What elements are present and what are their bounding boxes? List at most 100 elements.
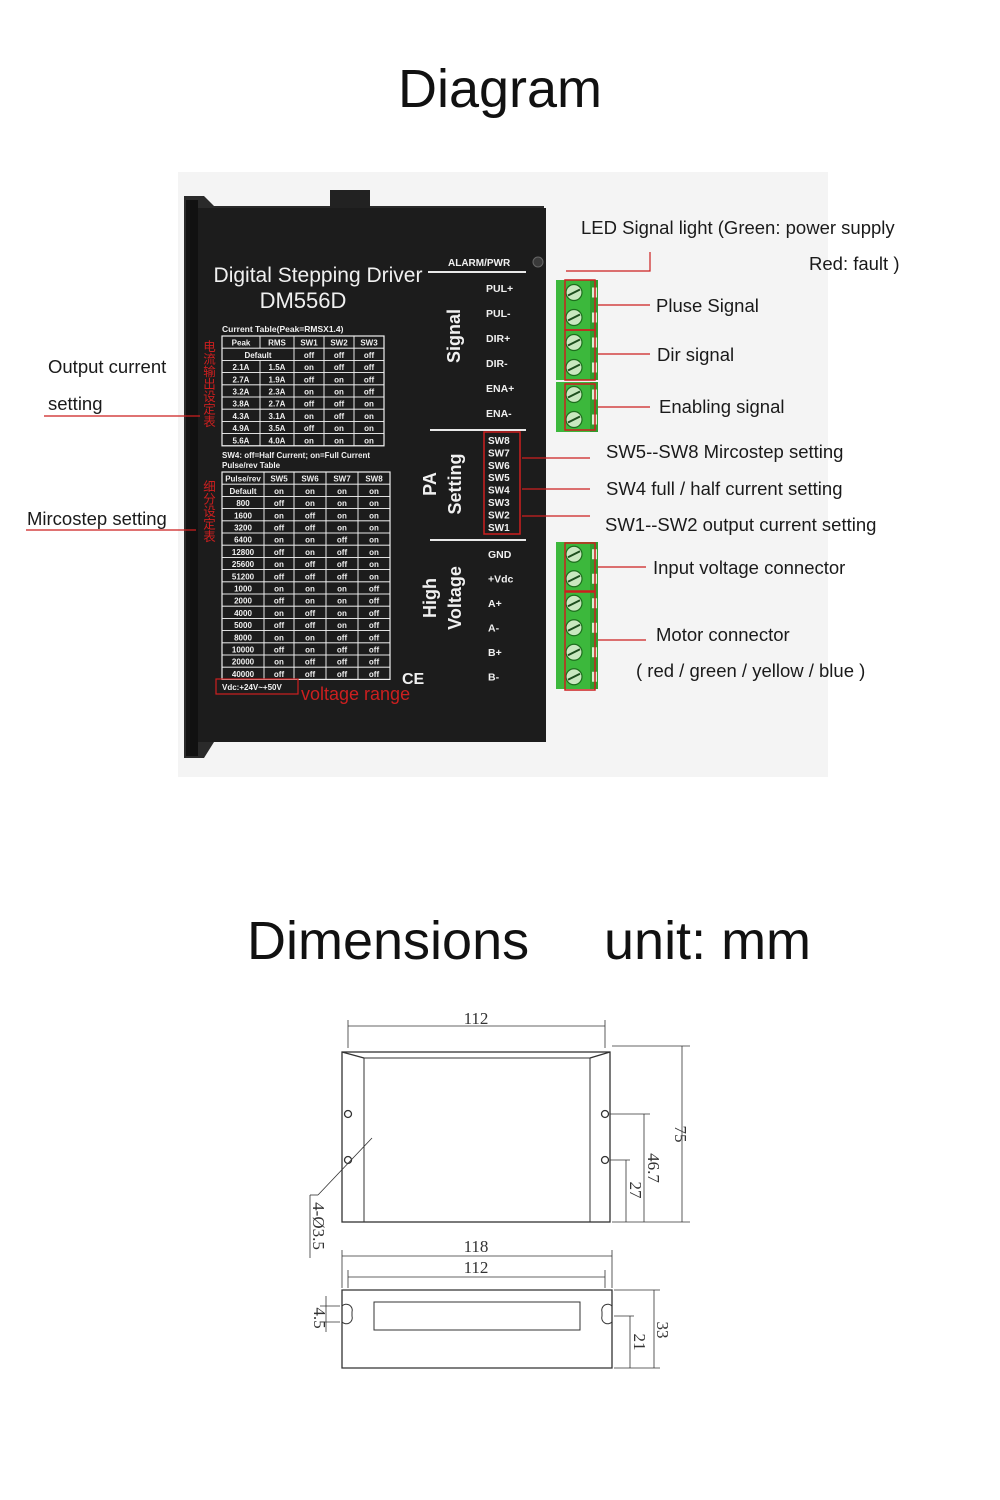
callout-output-current-setting: setting — [48, 393, 103, 414]
table-cell: off — [334, 412, 345, 421]
table-cell: off — [305, 621, 316, 630]
table-cell: on — [334, 424, 344, 433]
dim-side-outer-width: 118 — [464, 1237, 489, 1256]
top-view-inner — [363, 1057, 591, 1223]
table-header-cell: SW5 — [270, 475, 288, 484]
table-cell: 4.9A — [233, 424, 250, 433]
table-cell: on — [305, 585, 315, 594]
product-name: Digital Stepping Driver — [214, 264, 423, 287]
callout-input-voltage: Input voltage connector — [653, 557, 845, 578]
model-number: DM556D — [260, 288, 347, 313]
dimension-drawing-top — [309, 1020, 690, 1258]
table-cell: 4000 — [234, 609, 252, 618]
table-cell: on — [305, 536, 315, 545]
terminal-blocks — [556, 279, 598, 691]
motor-terminal-highlight — [564, 591, 596, 691]
table-cell: 51200 — [232, 572, 255, 581]
table-cell: on — [305, 487, 315, 496]
table-cell: Default — [244, 351, 271, 360]
callout-motor-colors: ( red / green / yellow / blue ) — [636, 660, 865, 681]
side-view-outline — [341, 1289, 613, 1369]
table-cell: 2.7A — [269, 400, 286, 409]
table-cell: on — [304, 363, 314, 372]
chinese-current-note: 电流输出设定表 — [201, 340, 215, 428]
section-setting: Setting — [445, 454, 465, 515]
table-cell: on — [364, 400, 374, 409]
table-cell: off — [305, 560, 316, 569]
table-cell: off — [304, 400, 315, 409]
table-cell: off — [274, 670, 285, 679]
table-cell: on — [304, 436, 314, 445]
signal-pin-label: DIR+ — [486, 333, 510, 345]
table-cell: on — [337, 511, 347, 520]
table-cell: off — [274, 548, 285, 557]
table-cell: on — [305, 597, 315, 606]
table-cell: on — [369, 572, 379, 581]
table-cell: on — [334, 436, 344, 445]
table-cell: 2.7A — [233, 375, 250, 384]
dip-switch-box — [483, 431, 521, 535]
table-cell: on — [337, 597, 347, 606]
callout-sw5-sw8: SW5--SW8 Mircostep setting — [606, 441, 843, 462]
table-cell: on — [369, 536, 379, 545]
table-cell: on — [274, 487, 284, 496]
table-header-cell: RMS — [268, 339, 286, 348]
callout-lines — [26, 252, 651, 641]
dim-hole-upper: 46.7 — [644, 1153, 663, 1183]
table-cell: 3200 — [234, 524, 252, 533]
table-cell: off — [274, 597, 285, 606]
callout-motor-connector: Motor connector — [656, 624, 790, 645]
table-cell: on — [274, 585, 284, 594]
table-cell: Default — [229, 487, 256, 496]
signal-pin-label: ENA+ — [486, 383, 514, 395]
signal-pin-label: PUL- — [486, 308, 511, 320]
led-indicator — [532, 256, 544, 268]
table-cell: off — [369, 621, 380, 630]
table-header-cell: SW2 — [330, 339, 348, 348]
dim-side-slot: 4.5 — [310, 1307, 329, 1328]
table-cell: on — [334, 375, 344, 384]
table-cell: 800 — [236, 499, 250, 508]
table-cell: on — [274, 511, 284, 520]
table-cell: 5000 — [234, 621, 252, 630]
table-cell: 2000 — [234, 597, 252, 606]
dim-top-width: 112 — [464, 1009, 489, 1028]
dim-side-inner-width: 112 — [464, 1258, 489, 1277]
callout-output-current: Output current — [48, 356, 166, 377]
enable-terminal-highlight — [564, 383, 596, 431]
table-cell: 4.3A — [233, 412, 250, 421]
power-pin-label: +Vdc — [488, 574, 514, 586]
table-cell: on — [274, 633, 284, 642]
table-cell: off — [274, 572, 285, 581]
table-header-cell: SW6 — [301, 475, 319, 484]
callout-pulse-signal: Pluse Signal — [656, 295, 759, 316]
power-pin-label: A+ — [488, 598, 502, 610]
power-pin-label: B+ — [488, 647, 502, 659]
table-cell: off — [304, 424, 315, 433]
table-header-cell: SW3 — [360, 339, 378, 348]
section-voltage: Voltage — [445, 566, 465, 630]
table-cell: 1.9A — [269, 375, 286, 384]
callout-led-line1: LED Signal light (Green: power supply — [581, 217, 895, 238]
input-voltage-highlight — [564, 542, 596, 592]
vdc-label: Vdc:+24V~+50V — [222, 683, 282, 692]
table-cell: on — [305, 548, 315, 557]
dip-switch-label: SW7 — [488, 448, 510, 459]
table-cell: on — [334, 388, 344, 397]
mount-hole-tl — [343, 1109, 353, 1119]
table-cell: on — [337, 621, 347, 630]
callout-sw4: SW4 full / half current setting — [606, 478, 843, 499]
ce-mark: CE — [402, 671, 425, 688]
callout-microstep: Mircostep setting — [27, 508, 167, 529]
table-cell: off — [364, 375, 375, 384]
table-cell: off — [369, 597, 380, 606]
table-cell: off — [304, 375, 315, 384]
table-cell: 2.1A — [233, 363, 250, 372]
table-header-cell: Peak — [232, 339, 251, 348]
table-header-cell: Pulse/rev — [225, 475, 261, 484]
table-cell: 3.2A — [233, 388, 250, 397]
callout-voltage-range: voltage range — [301, 684, 410, 704]
table-cell: off — [274, 499, 285, 508]
table-cell: off — [305, 572, 316, 581]
signal-pin-label: ENA- — [486, 408, 512, 420]
